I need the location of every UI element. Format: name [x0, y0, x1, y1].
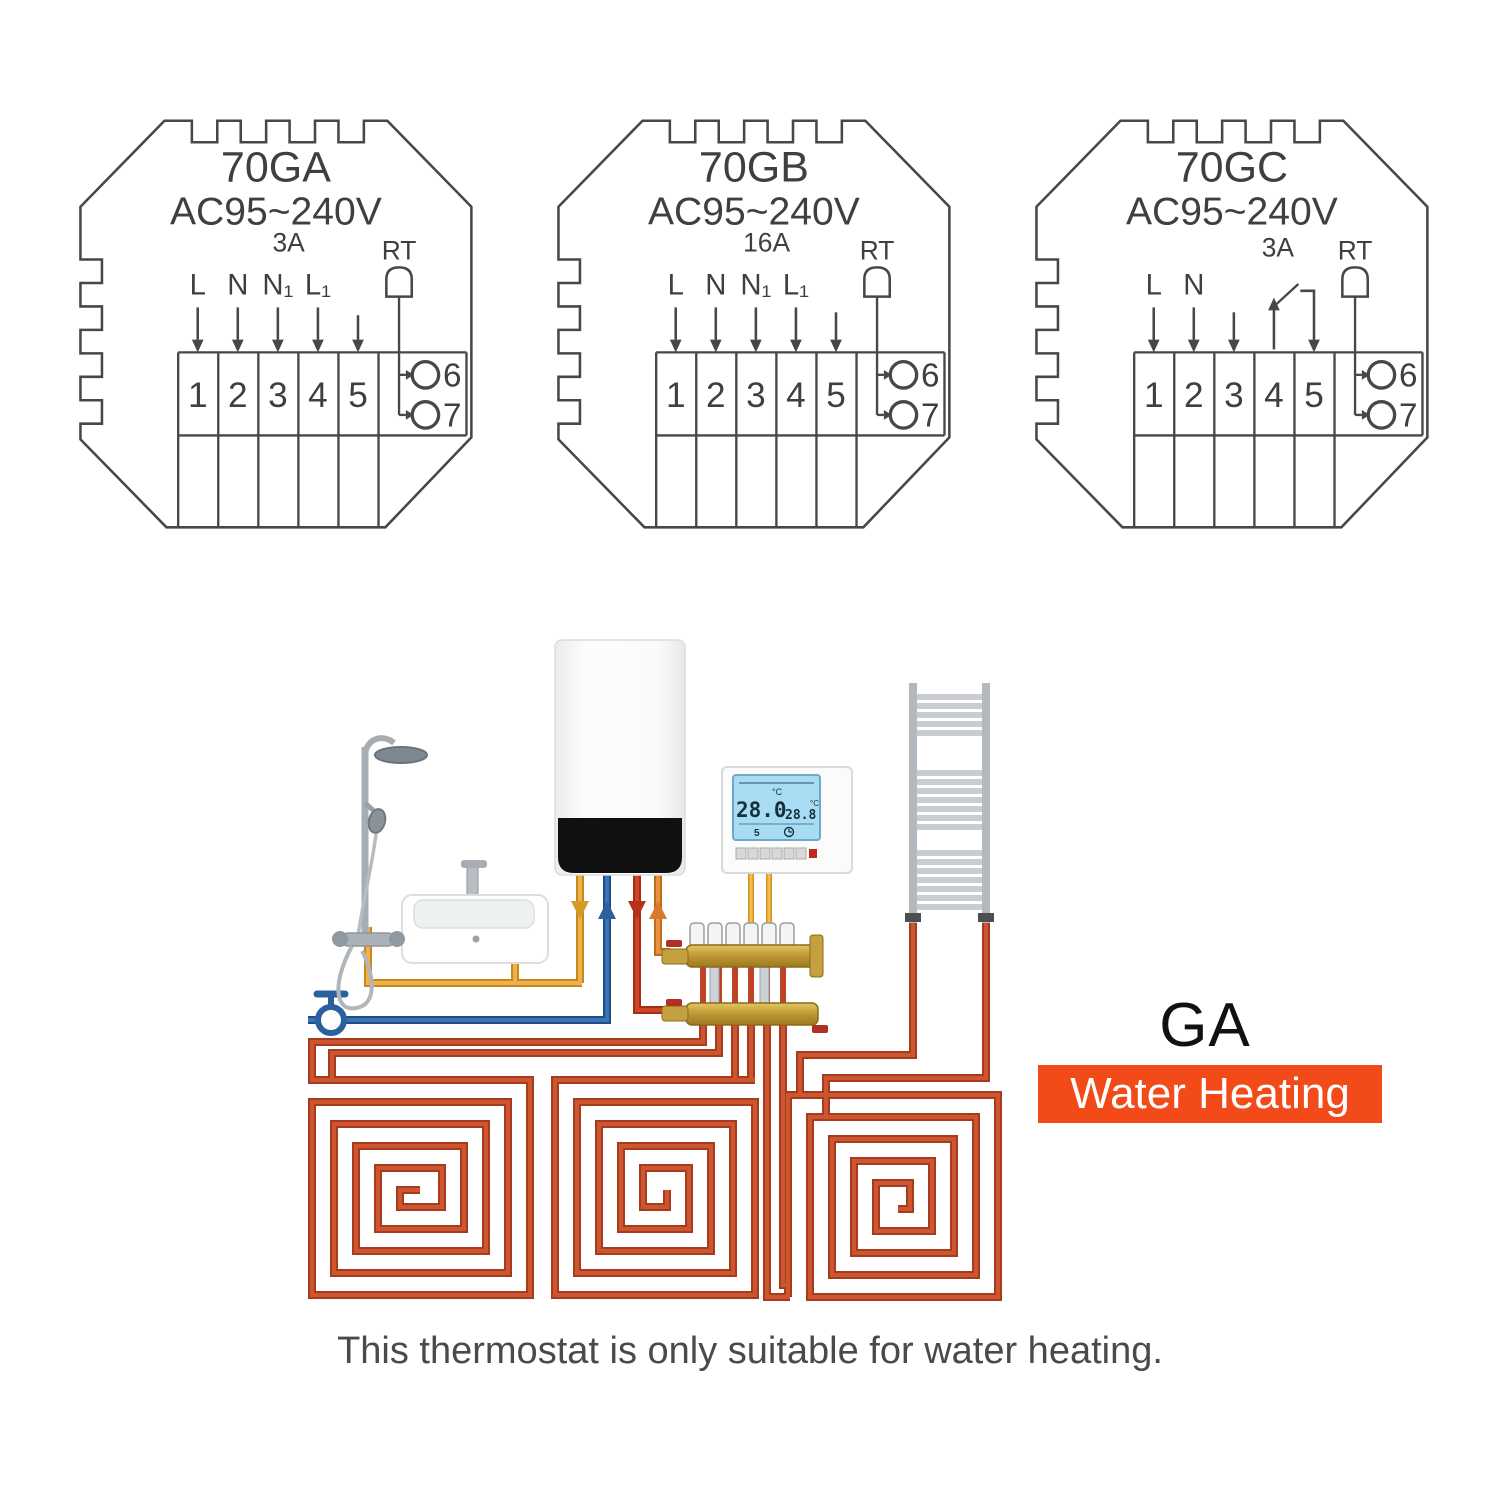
thermostat: 28.0 °C 28.8 °C 5 — [721, 766, 853, 874]
model-label: 70GC — [1176, 143, 1288, 191]
output-circle-6 — [888, 359, 919, 390]
thermostat-wires — [748, 873, 772, 927]
towel-radiator — [905, 683, 994, 923]
terminal-1: 1 — [666, 376, 686, 415]
output-circle-7 — [888, 400, 919, 430]
output-6: 6 — [921, 358, 939, 395]
terminal-1: 1 — [188, 376, 208, 415]
output-6: 6 — [443, 358, 461, 395]
voltage-label: AC95~240V — [648, 190, 860, 233]
manifold-top-bar — [685, 944, 819, 968]
sensor-wires — [875, 296, 892, 420]
voltage-label: AC95~240V — [1126, 190, 1338, 233]
sensor-label: RT — [1338, 236, 1373, 266]
output-circle-6 — [410, 359, 441, 390]
sensor-icon — [1341, 266, 1370, 298]
cold-water-pipe — [308, 873, 611, 1024]
terminal-2: 2 — [1184, 376, 1204, 415]
terminal-2: 2 — [228, 376, 248, 415]
thermostat-back-outline — [1035, 119, 1429, 529]
switch-icon — [1268, 283, 1320, 353]
terminal-5: 5 — [826, 376, 846, 415]
wire-label-n1: N₁ — [740, 269, 771, 302]
output-circle-6 — [1366, 359, 1397, 390]
flow-direction-arrows — [571, 901, 667, 919]
output-6: 6 — [1399, 358, 1417, 395]
wiring-diagrams-row: 70GA AC95~240V 3A L N N₁ L₁ — [0, 100, 1500, 550]
terminal-3: 3 — [268, 376, 288, 415]
thermostat-back-outline — [79, 119, 473, 529]
floor-heating-coils — [312, 917, 998, 1297]
sink — [401, 860, 549, 964]
thermostat-back-outline — [557, 119, 951, 529]
shower — [332, 735, 428, 1011]
wire-label-l: L — [1146, 269, 1162, 302]
manifold-bottom-bar — [685, 1002, 819, 1026]
terminal-5: 5 — [1304, 376, 1324, 415]
sensor-label: RT — [382, 236, 417, 266]
terminal-2: 2 — [706, 376, 726, 415]
wire-label-n: N — [705, 269, 726, 302]
terminal-block — [1133, 351, 1424, 527]
wire-label-n: N — [1183, 269, 1204, 302]
model-label: 70GB — [699, 143, 809, 191]
terminal-block — [177, 351, 468, 527]
set-temp-unit: °C — [772, 787, 783, 797]
manifold-flow-meters — [689, 922, 795, 948]
wire-label-l: L — [668, 269, 684, 302]
terminal-3: 3 — [746, 376, 766, 415]
terminal-4: 4 — [1264, 376, 1284, 415]
day-indicator: 5 — [754, 828, 760, 839]
terminal-3: 3 — [1224, 376, 1244, 415]
output-7: 7 — [1399, 398, 1417, 435]
wire-label-l1: L₁ — [783, 269, 809, 302]
wire-arrows — [669, 307, 842, 353]
boiler-heating-pipes — [633, 873, 670, 1014]
sensor-icon — [385, 266, 414, 298]
system-diagram-svg: 28.0 °C 28.8 °C 5 — [308, 639, 1500, 1305]
voltage-label: AC95~240V — [170, 190, 382, 233]
output-7: 7 — [443, 398, 461, 435]
model-label: 70GA — [221, 143, 331, 191]
sensor-label: RT — [860, 236, 895, 266]
caption: This thermostat is only suitable for wat… — [337, 1330, 1163, 1372]
terminal-4: 4 — [786, 376, 806, 415]
terminal-5: 5 — [348, 376, 368, 415]
wiring-diagram-70gb: 70GB AC95~240V 16A L N N₁ L₁ — [557, 119, 951, 529]
sensor-icon — [863, 266, 892, 298]
current-label: 3A — [1262, 233, 1295, 263]
wire-label-n1: N₁ — [262, 269, 293, 302]
terminal-1: 1 — [1144, 376, 1164, 415]
terminal-block — [655, 351, 946, 527]
set-temp: 28.0 — [736, 798, 787, 822]
wire-arrows — [1147, 307, 1240, 353]
current-label: 16A — [743, 228, 790, 258]
system-illustration: 28.0 °C 28.8 °C 5 — [0, 605, 1500, 1305]
wire-label-n: N — [227, 269, 248, 302]
wire-arrows — [191, 307, 364, 353]
terminal-4: 4 — [308, 376, 328, 415]
sensor-wires — [1353, 296, 1370, 420]
thermostat-buttons — [735, 847, 817, 860]
wiring-diagram-70gc: 70GC AC95~240V L N 3A — [1035, 119, 1429, 529]
output-circle-7 — [1366, 400, 1397, 430]
output-7: 7 — [921, 398, 939, 435]
sensor-wires — [397, 296, 414, 420]
variant-label: GA — [1159, 991, 1251, 1060]
wire-label-l1: L₁ — [305, 269, 331, 302]
variant-tag: Water Heating — [1038, 1065, 1382, 1123]
wire-label-l: L — [190, 269, 206, 302]
current-label: 3A — [272, 228, 305, 258]
boiler — [554, 639, 686, 876]
output-circle-7 — [410, 400, 441, 430]
room-temp: 28.8 — [785, 808, 816, 823]
manifold — [661, 922, 828, 1033]
clock-icon — [783, 826, 795, 838]
room-temp-unit: °C — [810, 799, 819, 808]
wiring-diagram-70ga: 70GA AC95~240V 3A L N N₁ L₁ — [79, 119, 473, 529]
